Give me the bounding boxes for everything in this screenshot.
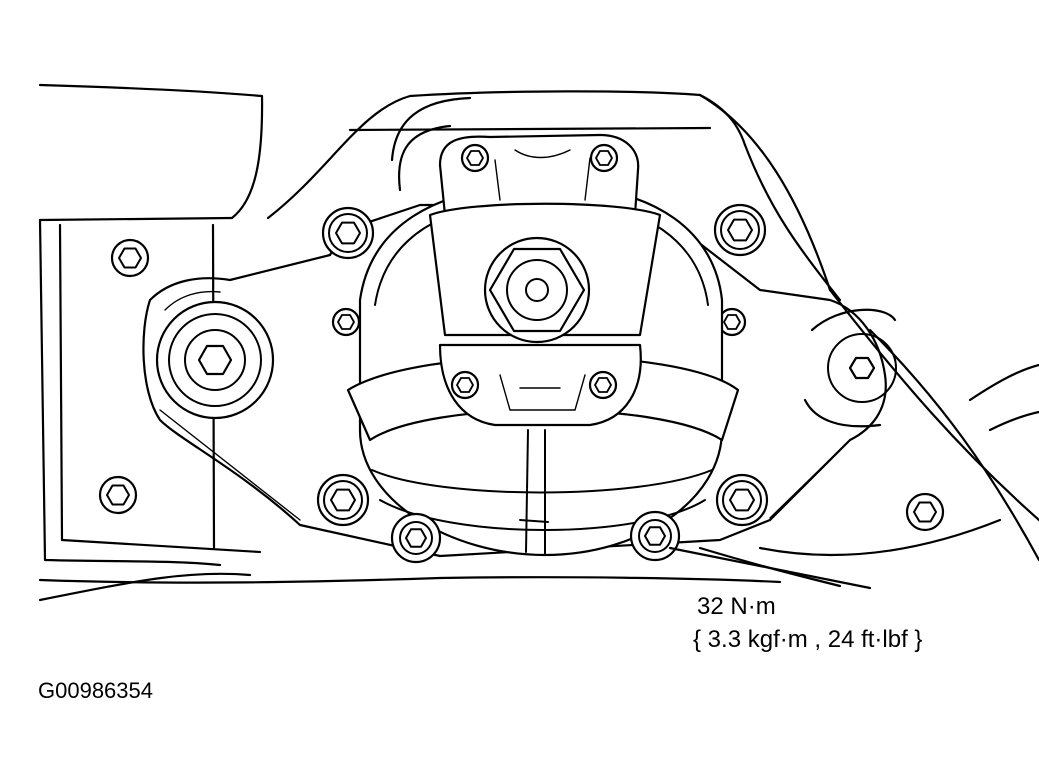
lower-bracket-nut-left	[450, 370, 480, 400]
mount-bolt-upper-right	[713, 203, 767, 257]
top-bracket-nut-left	[460, 143, 490, 173]
left-bushing-nut	[197, 344, 233, 376]
bracket-bolt-bottom-right	[905, 492, 945, 532]
mount-bolt-lower-right	[715, 473, 769, 527]
torque-bolt-right	[629, 510, 681, 562]
mount-bolt-upper-left	[321, 206, 375, 260]
right-bushing	[803, 308, 897, 428]
figure-id: G00986354	[38, 678, 153, 703]
lower-bracket-nut-right	[588, 370, 618, 400]
bracket-bolt-top-left	[110, 238, 150, 278]
mount-nut-left	[331, 307, 361, 337]
torque-value-alt-units: { 3.3 kgf·m , 24 ft·lbf }	[693, 626, 922, 653]
torque-bolt-left	[390, 512, 442, 564]
center-stud-nut	[483, 236, 591, 344]
torque-leader-line	[668, 546, 872, 590]
mount-bolt-lower-left	[316, 473, 370, 527]
torque-value-metric: 32 N·m	[697, 593, 776, 620]
bracket-bolt-bottom-left	[98, 475, 138, 515]
top-bracket-nut-right	[589, 143, 619, 173]
